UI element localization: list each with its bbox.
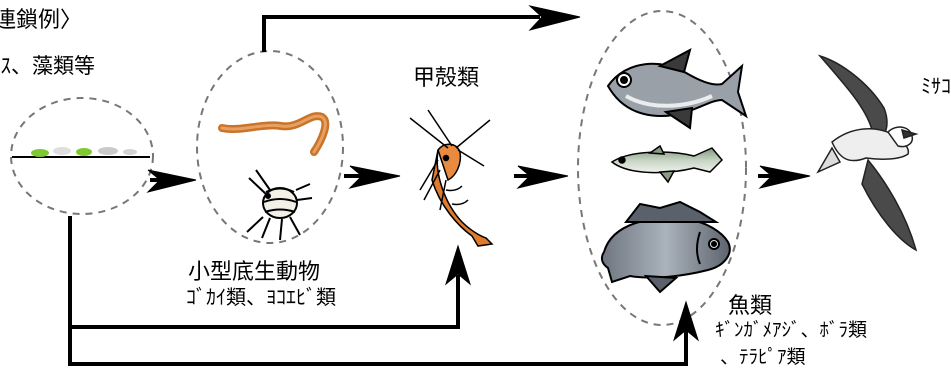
worm-icon (222, 116, 325, 152)
shrimp-icon (410, 110, 492, 246)
osprey-icon (818, 56, 916, 250)
fish-sublabel-line1: ｷﾞﾝｶﾞﾒｱｼﾞ、ﾎﾞﾗ類 (715, 315, 867, 342)
mullet-fish-icon (612, 146, 722, 182)
source-label: ﾀｽ、藻類等 (0, 50, 95, 80)
trevally-fish-icon (608, 50, 746, 128)
crustacea-label: 甲殻類 (413, 60, 479, 92)
diagram-title: 連鎖例〉 (0, 2, 82, 34)
benthos-sublabel: ｺﾞｶｲ類、ﾖｺｴﾋﾞ類 (186, 281, 336, 310)
tilapia-fish-icon (602, 202, 730, 292)
algae-icon (12, 147, 150, 157)
amphipod-icon (247, 170, 312, 240)
fish-sublabel-line2: 、ﾃﾗﾋﾟｱ類 (720, 342, 806, 369)
bird-label: ﾐｻｺﾞ (921, 70, 951, 99)
